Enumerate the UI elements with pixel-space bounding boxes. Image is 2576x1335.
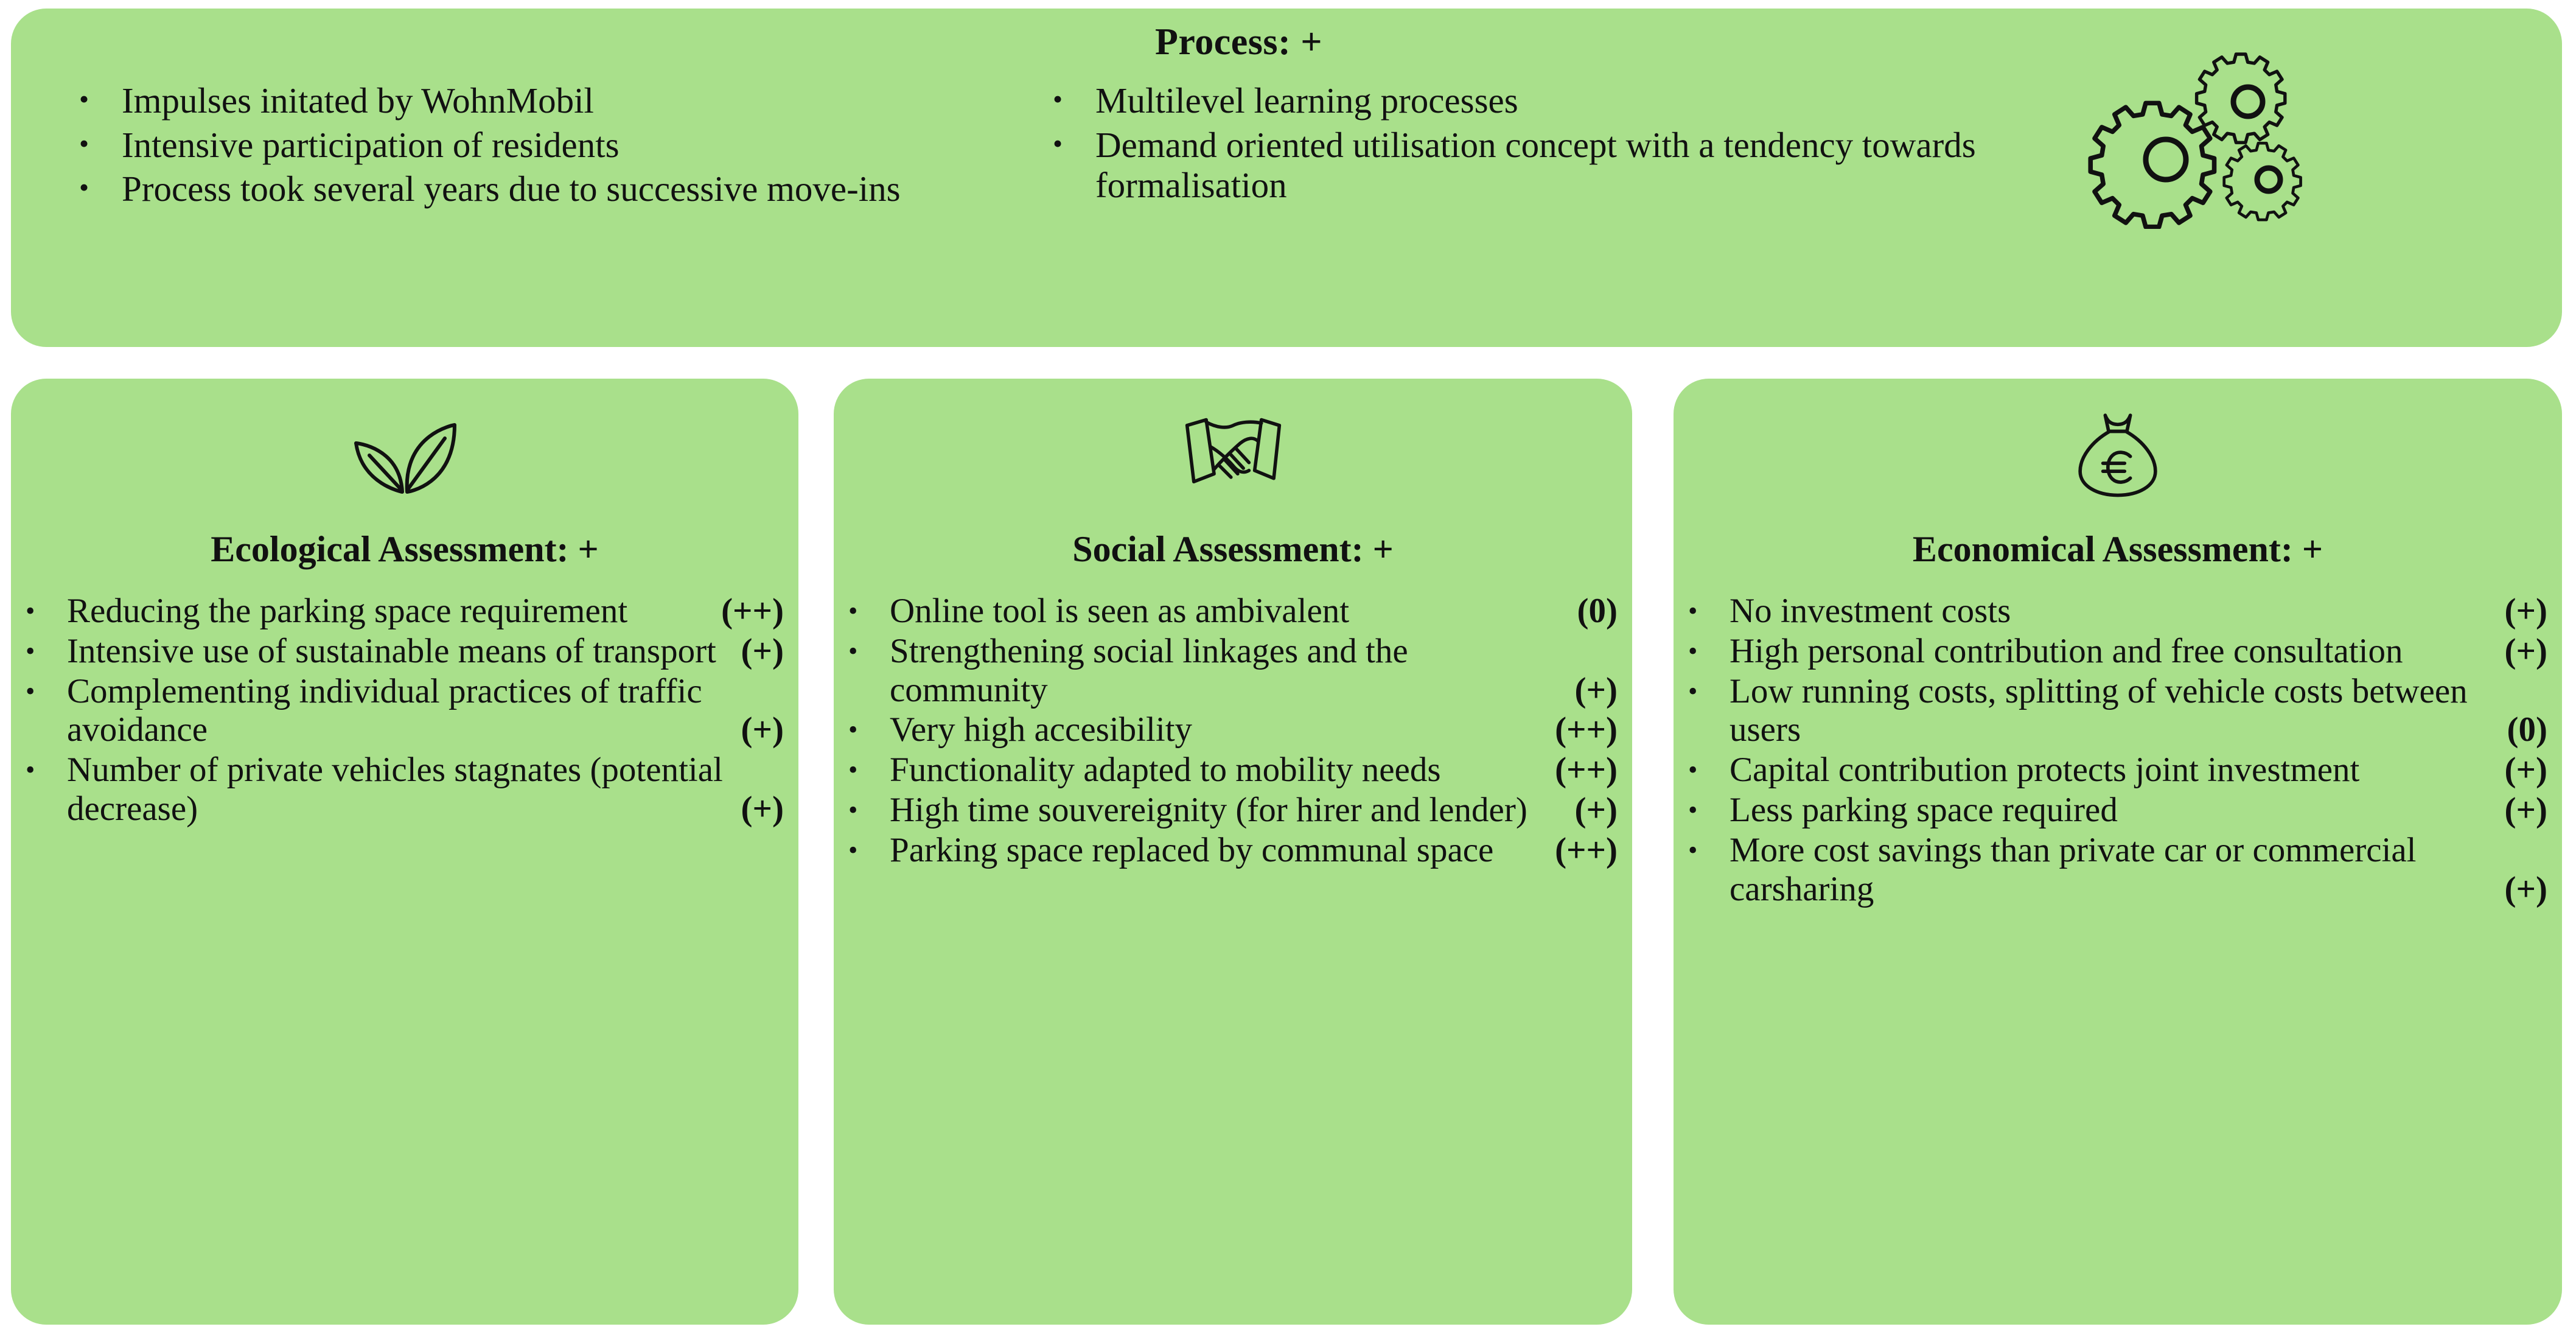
- economical-assessment-card: Economical Assessment: + No investment c…: [1674, 379, 2562, 1325]
- list-item: Parking space replaced by communal space…: [837, 831, 1618, 870]
- list-item-label: Parking space replaced by communal space: [890, 830, 1494, 869]
- list-item: Strengthening social linkages and the co…: [837, 632, 1618, 710]
- list-item-label: Online tool is seen as ambivalent: [890, 592, 1350, 630]
- status-badge: (+): [1574, 670, 1618, 709]
- list-item-label: Very high accesibility: [890, 710, 1193, 749]
- page-title-ecological: Ecological Assessment: +: [211, 529, 599, 569]
- list-item: High personal contribution and free cons…: [1677, 632, 2547, 671]
- process-bullets-right: Multilevel learning processes Demand ori…: [1045, 79, 2050, 209]
- list-item-label: Intensive use of sustainable means of tr…: [67, 631, 716, 670]
- list-item: Number of private vehicles stagnates (po…: [15, 751, 784, 829]
- social-assessment-card: Social Assessment: + Online tool is seen…: [834, 379, 1632, 1325]
- process-card: Process: + Impulses initated by WohnMobi…: [11, 9, 2562, 347]
- leaves-icon: [11, 393, 798, 515]
- status-badge: (++): [721, 592, 784, 630]
- list-item: Reducing the parking space requirement (…: [15, 592, 784, 631]
- list-item-label: Capital contribution protects joint inve…: [1730, 751, 2360, 790]
- list-item: Process took several years due to succes…: [72, 167, 1045, 209]
- list-item: Capital contribution protects joint inve…: [1677, 751, 2547, 790]
- status-badge: (+): [1574, 791, 1618, 830]
- status-badge: (+): [741, 790, 784, 829]
- status-badge: (+): [741, 631, 784, 670]
- list-item-label: No investment costs: [1730, 592, 2011, 630]
- ecological-assessment-card: Ecological Assessment: + Reducing the pa…: [11, 379, 798, 1325]
- status-badge: (+): [2504, 631, 2547, 670]
- list-item: Intensive participation of residents: [72, 124, 1045, 166]
- social-item-list: Online tool is seen as ambivalent (0) St…: [834, 592, 1632, 871]
- status-badge: (+): [2504, 791, 2547, 830]
- list-item-label: Number of private vehicles stagnates (po…: [67, 751, 723, 829]
- handshake-icon: [834, 393, 1632, 515]
- status-badge: (+): [2504, 592, 2547, 630]
- list-item-label: High time souvereignity (for hirer and l…: [890, 791, 1527, 830]
- list-item: Very high accesibility (++): [837, 710, 1618, 749]
- list-item-label: Less parking space required: [1730, 791, 2118, 830]
- status-badge: (+): [2504, 869, 2547, 908]
- status-badge: (0): [1577, 592, 1618, 630]
- list-item-label: High personal contribution and free cons…: [1730, 631, 2403, 670]
- money-bag-euro-icon: [1674, 393, 2562, 515]
- list-item: Impulses initated by WohnMobil: [72, 79, 1045, 121]
- status-badge: (++): [1555, 710, 1618, 749]
- list-item: Functionality adapted to mobility needs …: [837, 751, 1618, 790]
- list-item: Low running costs, splitting of vehicle …: [1677, 672, 2547, 750]
- list-item: Complementing individual practices of tr…: [15, 672, 784, 750]
- list-item: Less parking space required (+): [1677, 791, 2547, 830]
- list-item: Online tool is seen as ambivalent (0): [837, 592, 1618, 631]
- status-badge: (+): [2504, 751, 2547, 790]
- page-title-social: Social Assessment: +: [1072, 529, 1394, 569]
- list-item: Multilevel learning processes: [1045, 79, 2050, 121]
- page-title-economical: Economical Assessment: +: [1912, 529, 2323, 569]
- list-item-label: Low running costs, splitting of vehicle …: [1730, 671, 2468, 749]
- status-badge: (++): [1555, 830, 1618, 869]
- list-item: No investment costs (+): [1677, 592, 2547, 631]
- list-item: More cost savings than private car or co…: [1677, 831, 2547, 909]
- list-item-label: More cost savings than private car or co…: [1730, 830, 2417, 908]
- list-item: Intensive use of sustainable means of tr…: [15, 632, 784, 671]
- list-item-label: Complementing individual practices of tr…: [67, 671, 702, 749]
- list-item-label: Functionality adapted to mobility needs: [890, 751, 1441, 790]
- list-item-label: Reducing the parking space requirement: [67, 592, 628, 630]
- status-badge: (++): [1555, 751, 1618, 790]
- list-item-label: Strengthening social linkages and the co…: [890, 631, 1408, 709]
- process-title: Process: +: [1155, 21, 1323, 63]
- ecological-item-list: Reducing the parking space requirement (…: [11, 592, 798, 830]
- list-item: High time souvereignity (for hirer and l…: [837, 791, 1618, 830]
- process-bullets-left: Impulses initated by WohnMobil Intensive…: [72, 79, 1045, 213]
- status-badge: (+): [741, 710, 784, 749]
- economical-item-list: No investment costs (+) High personal co…: [1674, 592, 2562, 910]
- status-badge: (0): [2507, 710, 2547, 749]
- gears-icon: [2077, 46, 2320, 230]
- list-item: Demand oriented utilisation concept with…: [1045, 124, 2050, 206]
